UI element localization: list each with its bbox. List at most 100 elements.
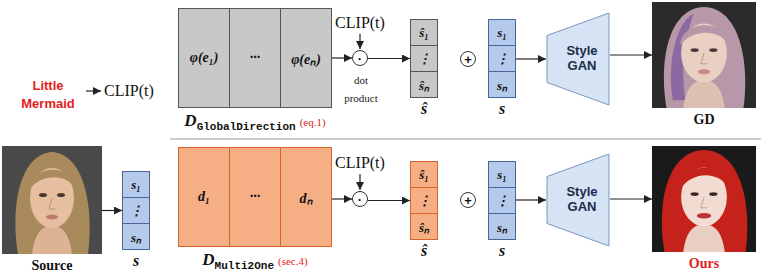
neck (32, 226, 72, 254)
style-vector: ss₁⋮sₙ (488, 161, 516, 240)
style-vector: ss₁⋮sₙ (488, 19, 516, 98)
flow-arrow (332, 57, 352, 58)
caption: dot product (338, 70, 384, 105)
style-vector: ŝŝ₁⋮ŝₙ (410, 19, 438, 98)
cell-text: s₁ (497, 25, 507, 41)
label-box: Little Mermaid (8, 76, 88, 113)
nose (701, 197, 707, 208)
clip-arrow (359, 34, 360, 49)
cell-text: ··· (250, 189, 261, 205)
cell-text: φ(e₁) (190, 50, 219, 66)
label-box: CLIP(t) (325, 14, 395, 32)
stylegan-generator: Style GAN (546, 12, 610, 106)
operator-symbol: + (464, 53, 472, 66)
vector-cell: ⋮ (488, 45, 516, 72)
flow-arrow (516, 58, 546, 59)
vector-cell: ŝₙ (410, 71, 438, 98)
stylegan-generator: Style GAN (546, 153, 610, 247)
trapezoid-shape (547, 154, 609, 246)
cell-text: ··· (250, 50, 261, 66)
fringe (680, 25, 729, 45)
caption: ŝ (390, 242, 458, 260)
vector-cell: s₁ (488, 19, 516, 46)
photo-ground (652, 2, 756, 108)
vector-cell: sₙ (488, 213, 516, 240)
flow-arrow (516, 199, 546, 200)
operator-circle: + (460, 51, 476, 67)
operator-circle: + (460, 192, 476, 208)
caption: s (468, 242, 536, 260)
neck (683, 225, 725, 252)
vector-cell: φ(eₙ) (280, 8, 332, 108)
vector-cell: φ(e₁) (178, 8, 230, 108)
reference-note: (eq.1) (300, 116, 326, 128)
style-vector: ŝŝ₁⋮ŝₙ (410, 161, 438, 240)
vector-cell: dₙ (280, 147, 332, 247)
eye (57, 193, 65, 197)
cell-text: ⋮ (418, 51, 431, 67)
cell-text: d₁ (198, 189, 210, 205)
lips (697, 213, 712, 218)
style-vector: ss₁⋮sₙ (122, 171, 150, 250)
cell-text: ŝ₁ (419, 25, 429, 41)
caption: GD (632, 110, 761, 128)
caption: Ours (632, 254, 761, 272)
row-separator (170, 139, 761, 140)
operator-circle: · (352, 191, 368, 207)
neck (683, 81, 725, 108)
vector-cell: d₁ (178, 147, 230, 247)
face-image: Ours (652, 146, 756, 252)
cell-text: ŝₙ (419, 218, 429, 236)
generator-label: Style GAN (559, 185, 605, 215)
eye (39, 193, 47, 197)
reference-note: (sec.4) (278, 255, 308, 267)
image-caption: GD (694, 112, 715, 127)
cell-text: ⋮ (418, 193, 431, 209)
vector-cell: ··· (229, 8, 281, 108)
caption: s (102, 252, 170, 270)
cell-text: dₙ (300, 188, 313, 207)
vector-cell: ŝ₁ (410, 19, 438, 46)
matrix-subscript: Multi2One (215, 260, 274, 272)
caption: ŝ (390, 100, 458, 118)
clip-label: CLIP(t) (104, 82, 154, 99)
fringe (29, 170, 76, 190)
cell-text: sₙ (497, 76, 507, 94)
vector-cell: ⋮ (488, 187, 516, 214)
hair (664, 7, 745, 108)
vector-symbol: s (499, 100, 505, 117)
caption: s (468, 100, 536, 118)
face-image: Source (2, 146, 102, 254)
vector-cell: ··· (229, 147, 281, 247)
clip-label: CLIP(t) (335, 154, 385, 171)
hair (15, 152, 89, 254)
vector-cell: ⋮ (410, 187, 438, 214)
face-image: GD (652, 2, 756, 108)
vector-cell: s₁ (122, 171, 150, 198)
vector-cell: ⋮ (410, 45, 438, 72)
photo-ground (2, 146, 102, 254)
lips (46, 215, 58, 220)
cell-text: s₁ (131, 177, 141, 193)
flow-arrow (368, 58, 410, 59)
cell-text: φ(eₙ) (291, 49, 321, 68)
matrix-symbol: D (184, 111, 196, 130)
fringe (680, 168, 729, 189)
label-box: CLIP(t) (325, 154, 395, 172)
gd-result-photo (652, 2, 756, 108)
text-prompt: Little Mermaid (21, 78, 74, 111)
vector-cell: ⋮ (122, 197, 150, 224)
vector-cell: sₙ (488, 71, 516, 98)
vector-symbol: ŝ (421, 100, 427, 117)
eye (690, 48, 698, 52)
nose (49, 198, 55, 209)
flow-arrow (332, 198, 352, 199)
matrix-subscript: GlobalDirection (197, 121, 296, 133)
direction-matrix: DMulti2One(sec.4)d₁···dₙ (178, 147, 332, 247)
image-caption: Source (32, 258, 73, 273)
cell-text: sₙ (497, 218, 507, 236)
cell-text: ŝₙ (419, 76, 429, 94)
label-box: CLIP(t) (104, 82, 170, 100)
cell-text: ŝ₁ (419, 167, 429, 183)
